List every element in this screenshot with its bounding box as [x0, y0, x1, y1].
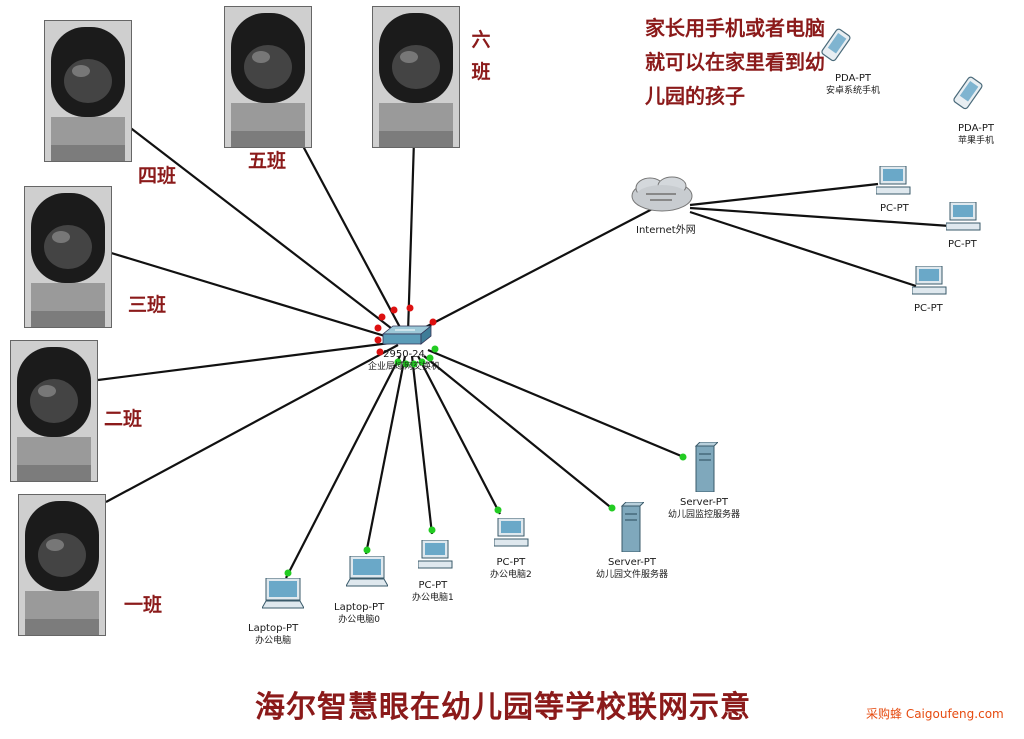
switch-label: 2950-24 企业局域网交换机 — [368, 349, 441, 372]
laptop-0-label: Laptop-PT 办公电脑 — [248, 623, 299, 646]
link-internet — [419, 205, 659, 331]
home-pc-3: PC-PT — [911, 265, 948, 314]
monitor-server — [692, 441, 720, 496]
link-class5 — [287, 117, 404, 334]
port-lights — [284, 304, 687, 577]
laptop-icon — [345, 555, 389, 587]
switch-icon — [381, 325, 433, 345]
server-icon — [620, 501, 646, 553]
office-pc-1 — [417, 539, 454, 574]
camera-photo-class6 — [372, 6, 460, 148]
class-label-3: 三班 — [128, 294, 167, 316]
laptop-1-label: Laptop-PT 办公电脑0 — [334, 602, 385, 625]
laptop-icon — [261, 577, 305, 609]
link-class4 — [127, 125, 401, 336]
laptop-1 — [345, 555, 389, 592]
camera-photo-class5 — [224, 6, 312, 148]
office-pc-1-label: PC-PT 办公电脑1 — [412, 580, 454, 603]
class-label-6: 六 班 — [471, 29, 491, 83]
parent-note: 家长用手机或者电脑就可以在家里看到幼儿园的孩子 — [645, 16, 825, 108]
link-class3 — [107, 250, 399, 342]
link-home-pc1 — [689, 182, 879, 207]
pc-icon — [417, 539, 453, 569]
diagram-title: 海尔智慧眼在幼儿园等学校联网示意 — [255, 690, 751, 725]
link-home-pc2 — [689, 206, 951, 228]
pda-icon — [953, 76, 983, 110]
link-class2 — [97, 340, 399, 382]
camera-photo-class4 — [44, 20, 132, 162]
class-label-2: 二班 — [104, 408, 143, 430]
pc-icon — [493, 517, 529, 547]
link-class1 — [105, 344, 399, 503]
link-monitor-server — [427, 348, 687, 460]
link-file-server — [423, 355, 615, 511]
home-pc-2: PC-PT — [945, 201, 982, 250]
cloud-icon — [631, 176, 693, 212]
pc-icon — [945, 201, 981, 231]
camera-photo-class2 — [10, 340, 98, 482]
pda-icon — [821, 28, 851, 62]
pc-icon — [911, 265, 947, 295]
pda-apple-label: PDA-PT 苹果手机 — [958, 123, 995, 146]
internet-label: Internet外网 — [636, 225, 696, 236]
class-label-1: 一班 — [124, 594, 163, 616]
office-pc-2 — [493, 517, 530, 552]
link-laptop1 — [364, 355, 407, 555]
pc-icon — [875, 165, 911, 195]
link-pc2 — [417, 355, 501, 515]
camera-photo-class1 — [18, 494, 106, 636]
office-pc-2-label: PC-PT 办公电脑2 — [490, 557, 532, 580]
server-icon — [694, 441, 720, 493]
home-pc-1: PC-PT — [875, 165, 912, 214]
link-home-pc3 — [689, 210, 917, 288]
camera-photo-class3 — [24, 186, 112, 328]
link-pc1 — [410, 355, 434, 535]
pda-android-label: PDA-PT 安卓系统手机 — [826, 73, 881, 96]
class-label-4: 四班 — [138, 165, 177, 187]
class-label-5: 五班 — [248, 150, 287, 172]
monitor-server-label: Server-PT 幼儿园监控服务器 — [668, 497, 741, 520]
watermark: 采购蜂 Caigoufeng.com — [866, 707, 1004, 721]
link-class6 — [406, 139, 416, 334]
file-server-label: Server-PT 幼儿园文件服务器 — [596, 557, 669, 580]
link-laptop0 — [285, 355, 401, 579]
file-server — [618, 501, 646, 556]
laptop-0 — [261, 577, 305, 614]
